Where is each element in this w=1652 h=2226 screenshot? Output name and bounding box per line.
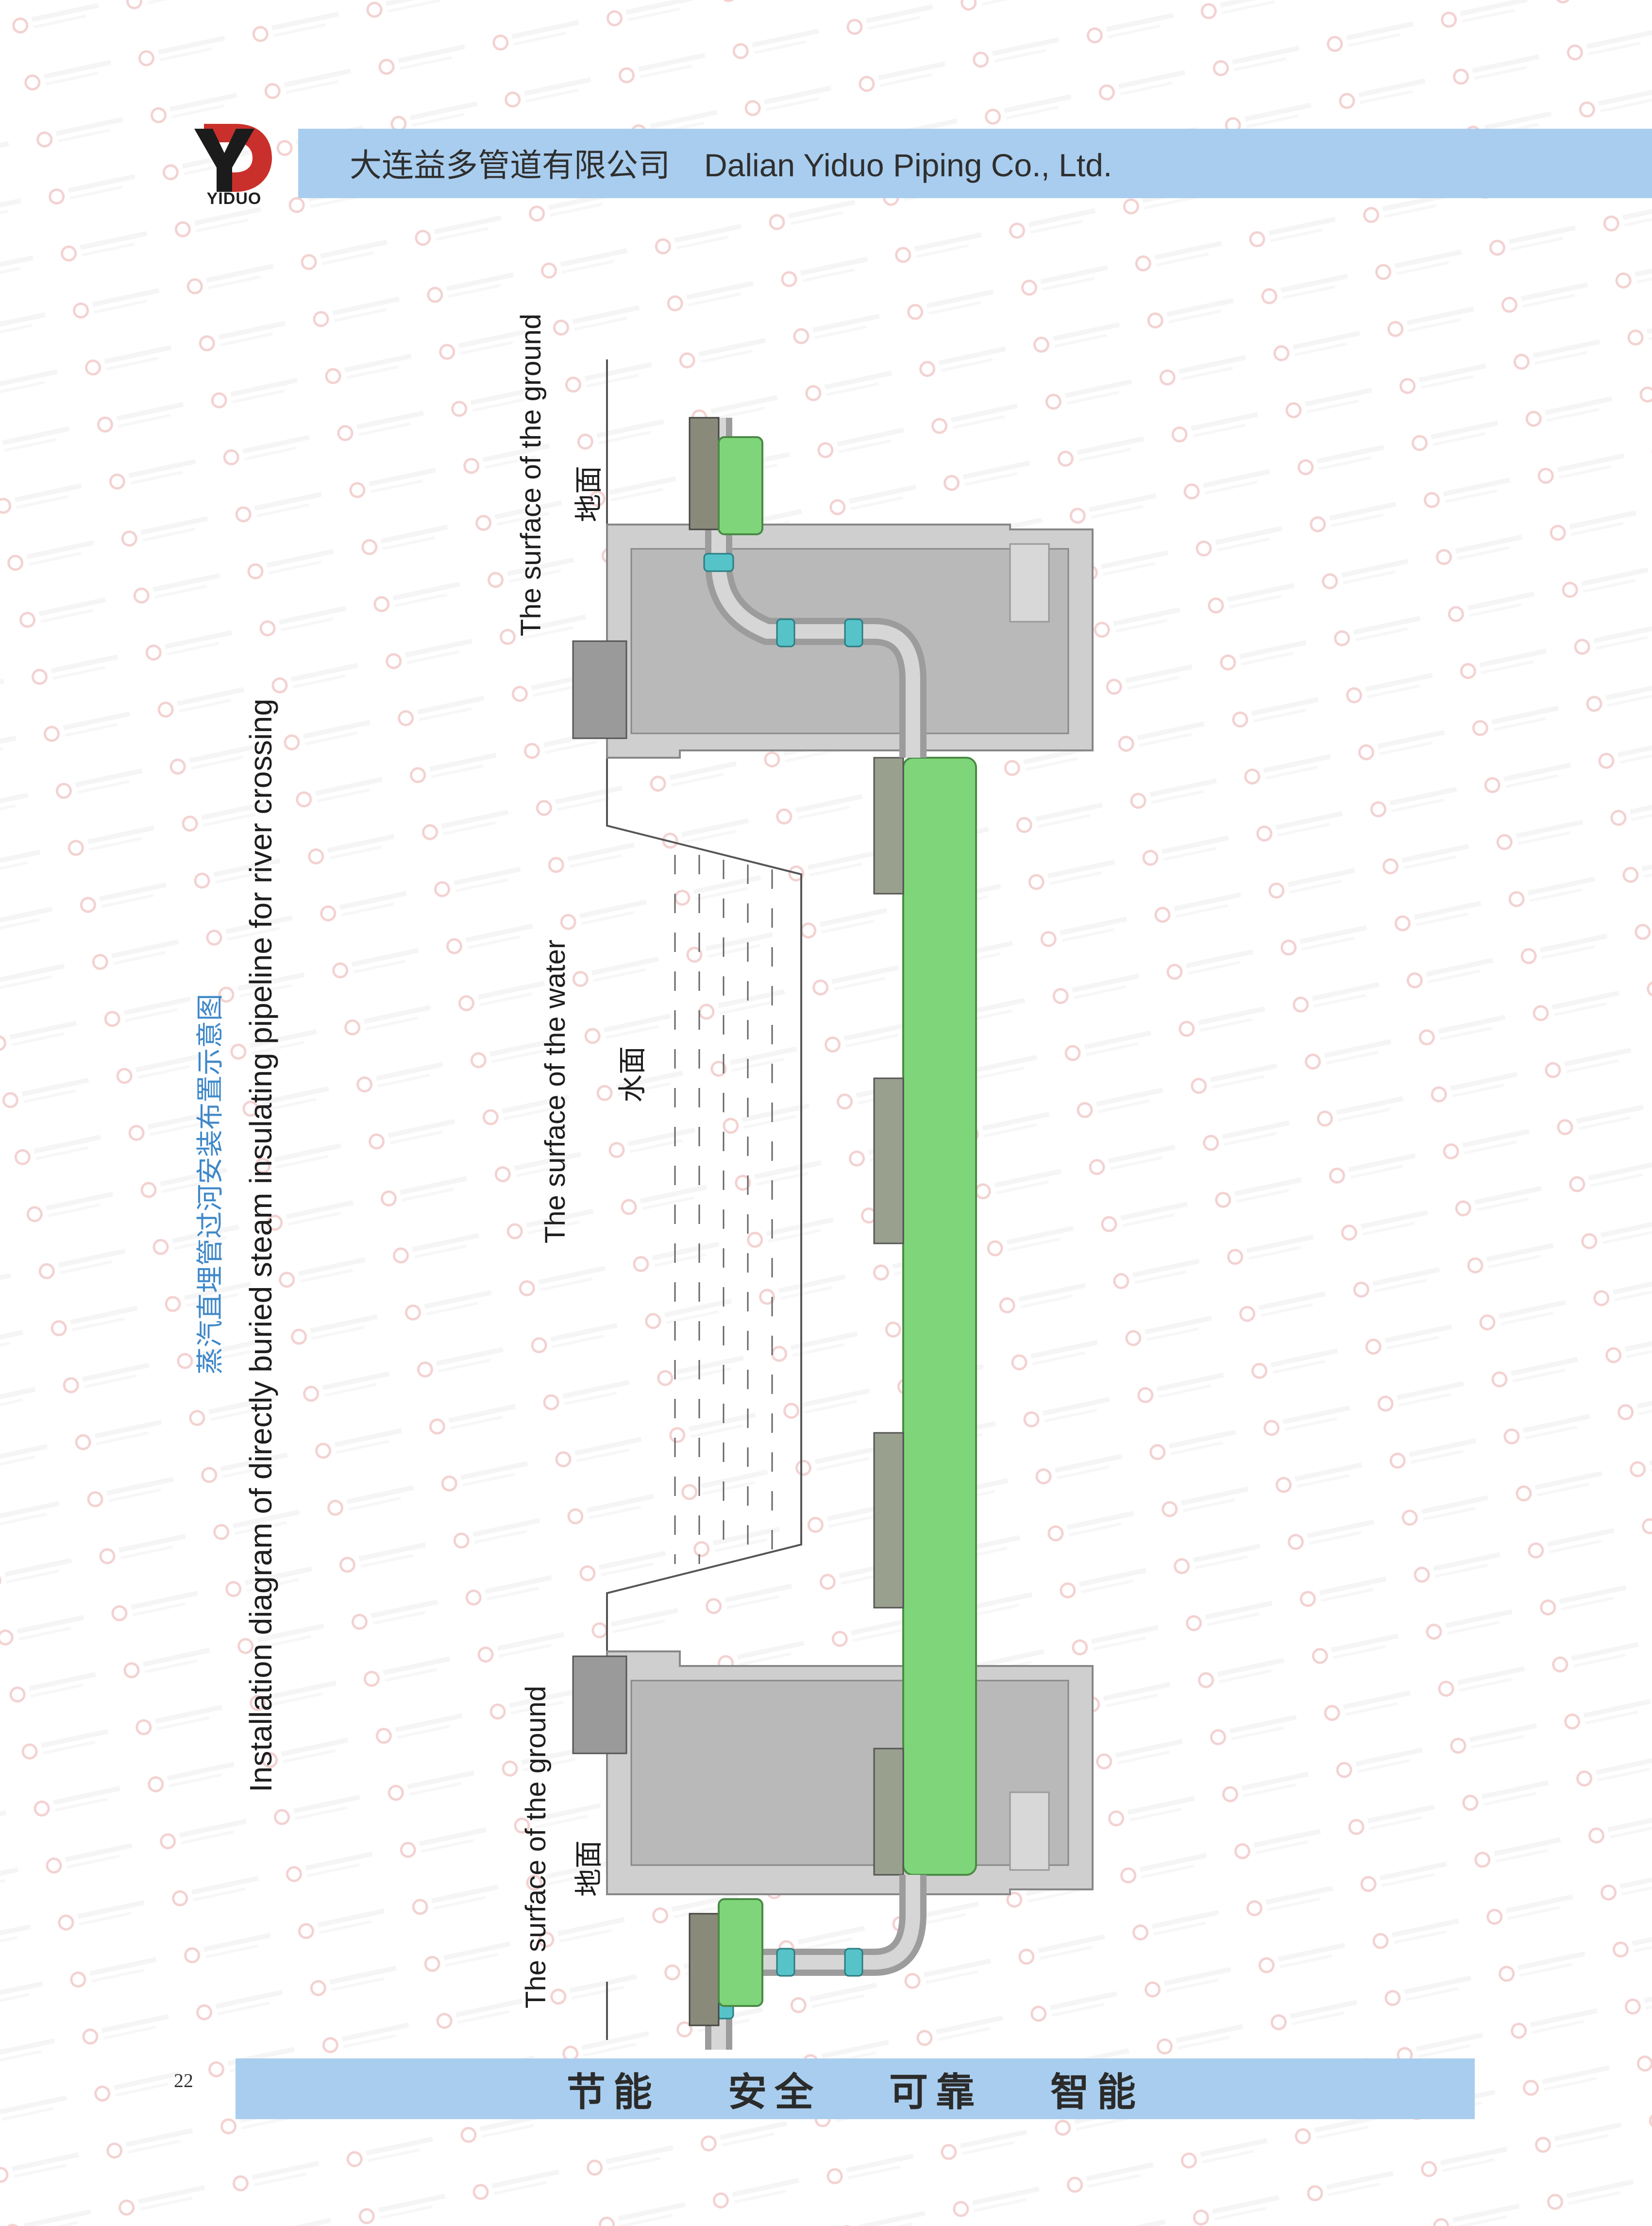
logo-wordmark: YIDUO bbox=[206, 189, 262, 208]
slogan-word: 安全 bbox=[728, 2069, 821, 2115]
slogan-word: 可靠 bbox=[889, 2069, 982, 2115]
top-compensator bbox=[689, 417, 763, 535]
diagram-title-cn: 蒸汽直埋管过河安装布置示意图 bbox=[195, 994, 225, 1375]
company-logo bbox=[194, 124, 272, 192]
diagram-title-en: Installation diagram of directly buried … bbox=[243, 698, 278, 1792]
footer-band bbox=[236, 2058, 1475, 2119]
water-dashes bbox=[674, 855, 773, 1564]
company-name-cn: 大连益多管道有限公司 bbox=[350, 147, 670, 183]
slogan-word: 智能 bbox=[1050, 2069, 1144, 2115]
page-number: 22 bbox=[174, 2070, 193, 2091]
main-green-pipe bbox=[873, 757, 977, 1876]
header-company: 大连益多管道有限公司 Dalian Yiduo Piping Co., Ltd. bbox=[350, 141, 1112, 189]
bottom-chamber bbox=[572, 1650, 1094, 1895]
bottom-compensator bbox=[689, 1898, 763, 2026]
pipeline-diagram bbox=[572, 359, 1094, 2050]
pipe-couplings bbox=[703, 553, 863, 2020]
footer-slogan: 节能 安全 可靠 智能 bbox=[236, 2058, 1475, 2119]
slogan-word: 节能 bbox=[567, 2069, 660, 2115]
company-name-en: Dalian Yiduo Piping Co., Ltd. bbox=[704, 147, 1113, 183]
header-band bbox=[298, 129, 1652, 198]
